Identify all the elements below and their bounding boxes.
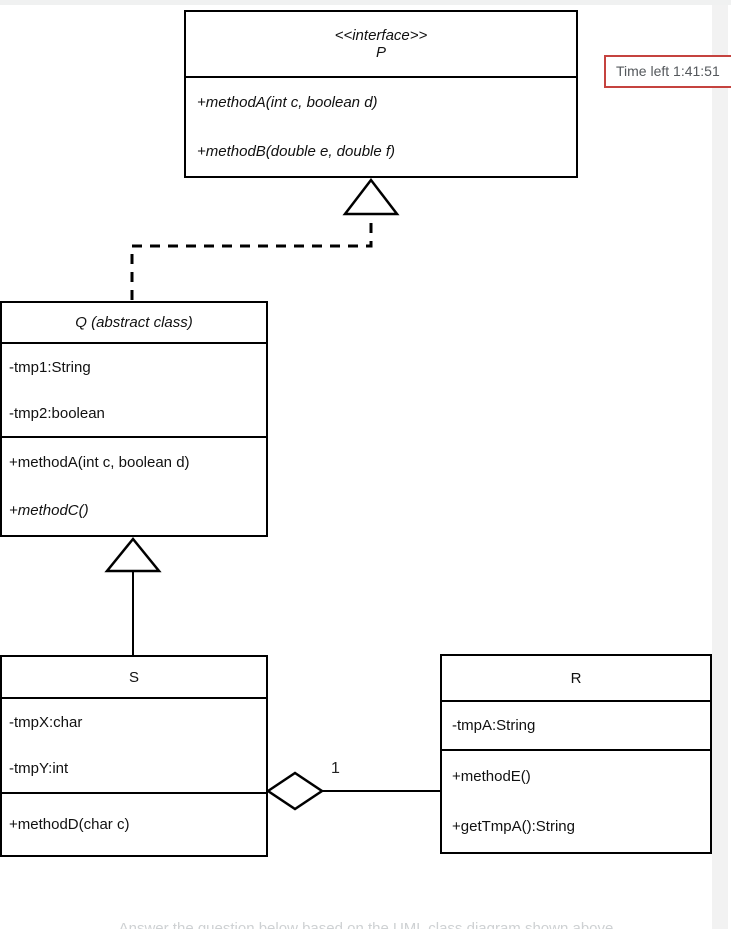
class-s-method: +methodD(char c) — [9, 816, 130, 833]
multiplicity-label: 1 — [331, 760, 340, 777]
class-q-attributes-compartment: -tmp1:String -tmp2:boolean — [2, 342, 266, 436]
class-r-method: +methodE() — [452, 767, 531, 785]
generalization-arrowhead-icon — [104, 537, 162, 573]
class-s-name: S — [128, 668, 139, 686]
class-q-attribute: -tmp2:boolean — [9, 404, 105, 422]
class-p-method: +methodA(int c, boolean d) — [197, 94, 378, 111]
class-q-title-compartment: Q (abstract class) — [2, 303, 266, 342]
class-r-methods-compartment: +methodE() +getTmpA():String — [442, 749, 710, 852]
class-s-methods-compartment: +methodD(char c) — [2, 792, 266, 855]
class-box-p: <<interface>> P +methodA(int c, boolean … — [184, 10, 578, 178]
class-q-attribute: -tmp1:String — [9, 358, 91, 376]
class-box-q: Q (abstract class) -tmp1:String -tmp2:bo… — [0, 301, 268, 537]
top-divider-bar — [0, 0, 731, 5]
class-p-methods-compartment: +methodA(int c, boolean d) +methodB(doub… — [186, 76, 576, 176]
scrollbar-track[interactable] — [712, 5, 728, 929]
class-s-attribute: -tmpX:char — [9, 713, 83, 731]
class-p-title-compartment: <<interface>> P — [186, 12, 576, 76]
class-p-method: +methodB(double e, double f) — [197, 143, 396, 160]
class-box-s: S -tmpX:char -tmpY:int +methodD(char c) — [0, 655, 268, 857]
realization-arrowhead-icon — [342, 177, 400, 216]
class-r-method: +getTmpA():String — [452, 818, 575, 836]
class-s-title-compartment: S — [2, 657, 266, 697]
class-p-name: P — [375, 44, 386, 61]
class-s-attributes-compartment: -tmpX:char -tmpY:int — [2, 697, 266, 792]
class-r-name: R — [570, 669, 582, 687]
class-box-r: R -tmpA:String +methodE() +getTmpA():Str… — [440, 654, 712, 854]
class-r-attribute: -tmpA:String — [452, 717, 536, 734]
timer-label: Time left 1:41:51 — [616, 63, 720, 79]
class-r-attributes-compartment: -tmpA:String — [442, 700, 710, 749]
class-s-attribute: -tmpY:int — [9, 760, 69, 778]
timer-badge: Time left 1:41:51 — [604, 55, 731, 88]
class-q-name: Q (abstract class) — [75, 314, 193, 331]
class-p-stereotype: <<interface>> — [334, 27, 428, 44]
class-q-method: +methodA(int c, boolean d) — [9, 453, 190, 471]
class-q-method: +methodC() — [9, 502, 89, 520]
class-r-title-compartment: R — [442, 656, 710, 700]
aggregation-diamond-icon — [265, 771, 325, 811]
class-q-methods-compartment: +methodA(int c, boolean d) +methodC() — [2, 436, 266, 535]
realization-dashed-line — [130, 215, 373, 300]
clipped-caption-text: Answer the question below based on the U… — [118, 920, 614, 929]
